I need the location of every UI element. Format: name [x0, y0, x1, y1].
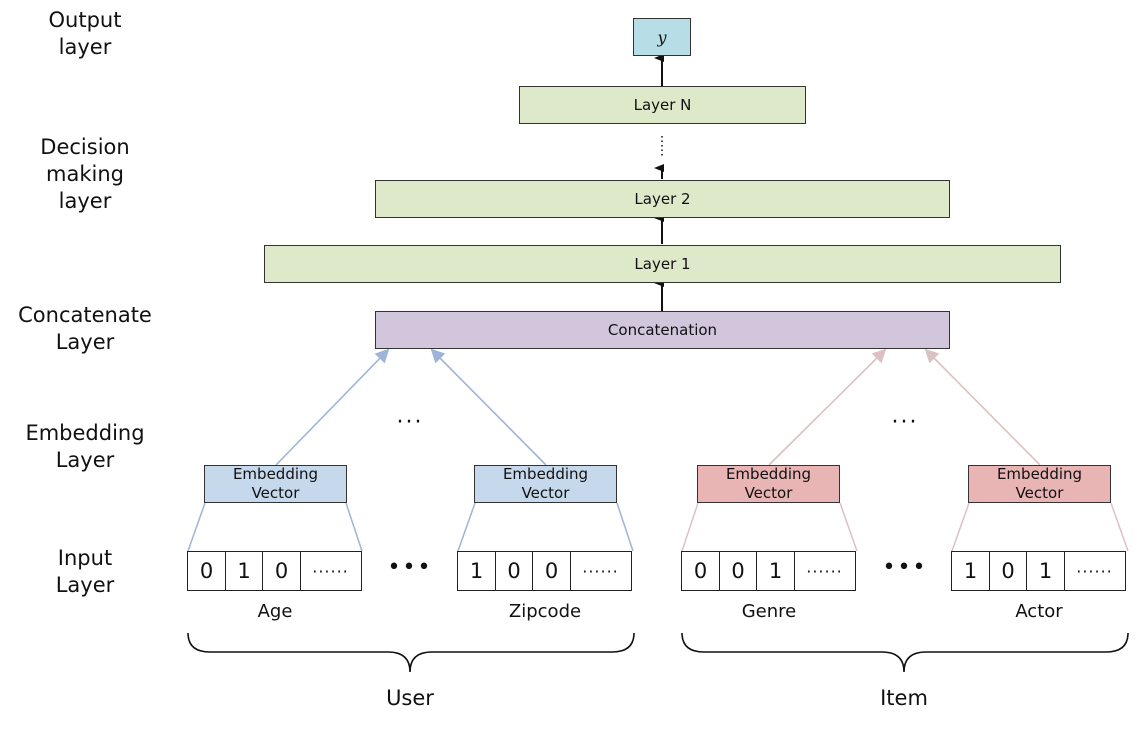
arrow-age-embedding — [275, 348, 390, 466]
item-group-label: Item — [880, 686, 928, 710]
genre-feature-label: Genre — [741, 601, 797, 622]
trap-actor-left — [951, 502, 970, 552]
actor-feature-label: Actor — [1015, 601, 1063, 622]
vector-cell: 0 — [988, 551, 1028, 591]
vector-cell: 1 — [756, 551, 795, 591]
input-layer-label: Input Layer — [55, 546, 115, 597]
vector-cell: 0 — [681, 551, 720, 591]
user-input-ellipsis: ••• — [387, 555, 433, 580]
embedding-layer-label: Embedding Layer — [25, 421, 145, 472]
vector-cell-more: ······ — [569, 551, 632, 591]
concatenate-layer-label: Concatenate Layer — [18, 303, 152, 354]
zipcode-feature-label: Zipcode — [508, 601, 582, 622]
arrow-actor-embedding — [924, 348, 1041, 466]
age-input-vector: 0 1 0 ······ — [187, 551, 362, 591]
item-brace — [681, 632, 1129, 673]
zipcode-input-vector: 1 0 0 ······ — [457, 551, 632, 591]
actor-embedding-vector: Embedding Vector — [968, 465, 1111, 503]
vector-cell: 0 — [494, 551, 534, 591]
layer-n-box: Layer N — [519, 86, 806, 124]
vector-cell: 0 — [262, 551, 301, 591]
genre-embedding-vector: Embedding Vector — [697, 465, 840, 503]
vector-cell: 1 — [951, 551, 990, 591]
vector-cell: 1 — [1026, 551, 1065, 591]
trap-actor-right — [1110, 502, 1129, 552]
vector-cell: 0 — [718, 551, 758, 591]
output-node: y — [633, 18, 691, 56]
trap-genre-right — [839, 502, 858, 552]
trap-genre-left — [681, 502, 699, 552]
trap-zip-left — [457, 502, 476, 552]
actor-input-vector: 1 0 1 ······ — [951, 551, 1126, 591]
zipcode-embedding-vector: Embedding Vector — [474, 465, 617, 503]
age-feature-label: Age — [257, 601, 293, 622]
vector-cell: 0 — [532, 551, 571, 591]
trap-zip-right — [616, 502, 634, 552]
layer-1-box: Layer 1 — [264, 245, 1061, 283]
decision-layer-label: Decision making layer — [40, 135, 130, 213]
vector-cell-more: ······ — [299, 551, 362, 591]
vector-cell-more: ······ — [793, 551, 856, 591]
genre-input-vector: 0 0 1 ······ — [681, 551, 856, 591]
user-brace — [187, 632, 635, 673]
trap-age-right — [345, 502, 363, 552]
concatenation-box: Concatenation — [375, 311, 950, 349]
item-embedding-ellipsis: ··· — [891, 410, 919, 435]
layer-2-box: Layer 2 — [375, 180, 950, 218]
output-layer-label: Output layer — [48, 8, 122, 59]
user-group-label: User — [386, 686, 434, 710]
vector-cell-more: ······ — [1063, 551, 1126, 591]
trap-age-left — [187, 502, 206, 552]
arrow-genre-embedding — [768, 348, 887, 466]
item-input-ellipsis: ••• — [882, 555, 928, 580]
vector-cell: 1 — [457, 551, 496, 591]
age-embedding-vector: Embedding Vector — [204, 465, 347, 503]
vector-cell: 0 — [187, 551, 226, 591]
arrow-zipcode-embedding — [430, 348, 547, 466]
user-embedding-ellipsis: ··· — [396, 410, 424, 435]
vector-cell: 1 — [224, 551, 264, 591]
